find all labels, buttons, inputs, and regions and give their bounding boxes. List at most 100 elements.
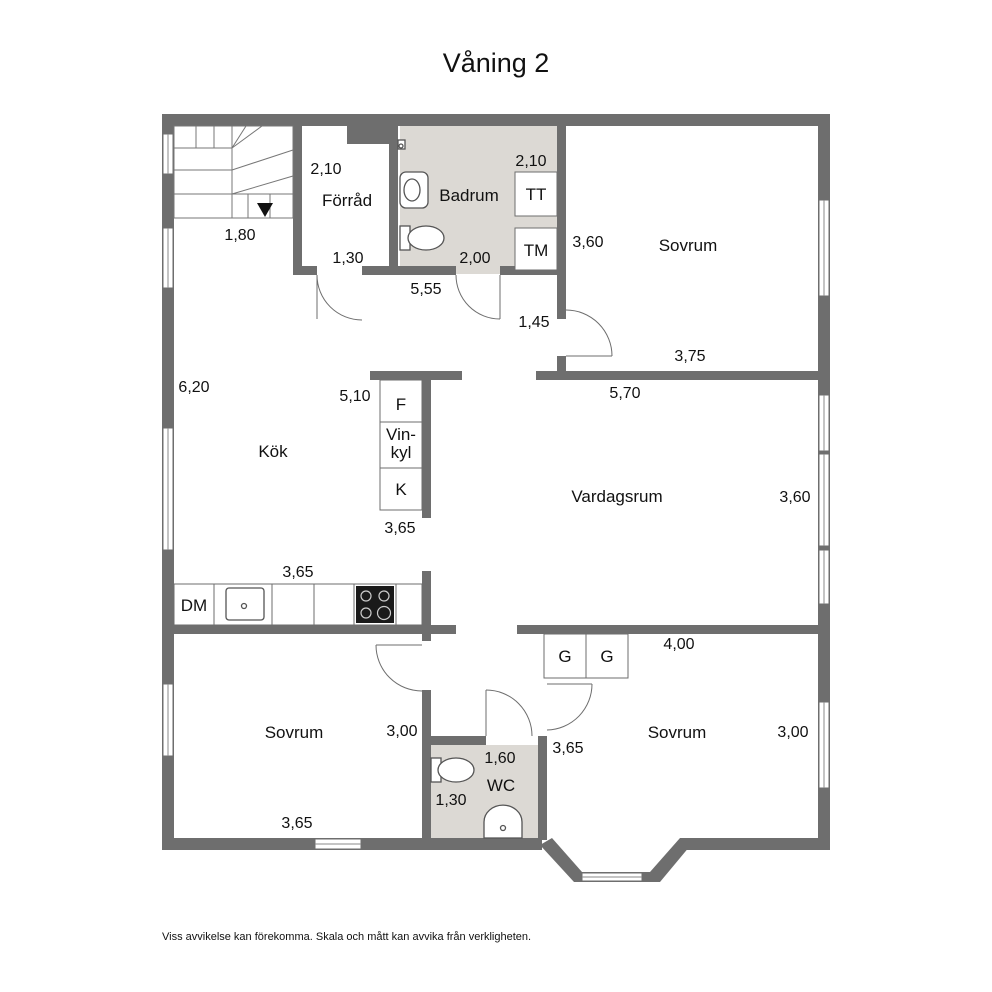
dimension-labels: 2,10 1,80 1,30 2,10 2,00 5,55 3,60 1,45 …: [178, 153, 810, 832]
dimension-label: 2,10: [515, 153, 546, 170]
toilet-icon: [399, 225, 445, 251]
door-sovrum-top: [565, 309, 613, 357]
sink-icon: [483, 804, 523, 839]
stairs: [173, 125, 294, 219]
stove-icon: [356, 586, 394, 623]
wall-wc-right: [538, 736, 547, 840]
fixture-label-dm: DM: [181, 596, 207, 615]
wall-forrad-bottom-b: [362, 266, 456, 275]
wall-bay-left: [540, 838, 582, 882]
fixture-labels: TT TM F Vin- kyl K DM G G: [181, 185, 614, 666]
fixture-label-vinkyl-1: Vin-: [386, 425, 416, 444]
door-badrum: [455, 274, 501, 320]
dimension-label: 1,45: [518, 314, 549, 331]
dimension-label: 3,65: [281, 815, 312, 832]
faucet-icon: [397, 139, 406, 150]
window: [162, 133, 174, 175]
wall-bottom-right: [680, 838, 830, 850]
window: [314, 838, 362, 850]
dimension-label: 1,60: [484, 750, 515, 767]
g-box-1: [543, 633, 587, 679]
wall-island-top: [370, 371, 462, 380]
door-sovrum-br: [546, 683, 593, 731]
fixture-label-tt: TT: [526, 185, 547, 204]
wall-sovrum-left-a: [557, 126, 566, 319]
dimension-label: 3,60: [779, 489, 810, 506]
room-label-kok: Kök: [258, 442, 288, 461]
dimension-label: 1,30: [332, 250, 363, 267]
dimension-label: 2,10: [310, 161, 341, 178]
sink-icon: [399, 171, 429, 209]
fixture-label-vinkyl-2: kyl: [391, 443, 412, 462]
doors: [316, 274, 613, 737]
room-labels: Förråd Badrum Sovrum Kök Vardagsrum Sovr…: [258, 186, 717, 795]
fixture-label-f: F: [396, 395, 406, 414]
window: [818, 549, 830, 605]
window: [818, 701, 830, 789]
wardrobes: [543, 633, 629, 679]
door-wc: [485, 689, 533, 737]
wall-island: [422, 371, 431, 518]
window: [818, 394, 830, 452]
island-fixtures: [379, 379, 423, 511]
wall-kok-right: [422, 571, 431, 631]
wall-sovrum-bottom: [536, 371, 830, 380]
wall-top: [162, 114, 830, 126]
dimension-label: 3,65: [552, 740, 583, 757]
dimension-label: 3,00: [386, 723, 417, 740]
window: [818, 453, 830, 547]
tm-box: [514, 227, 558, 271]
footnote: Viss avvikelse kan förekomma. Skala och …: [162, 931, 531, 943]
wc-fixtures: [430, 757, 523, 839]
wall-bay-right: [650, 838, 690, 882]
door-forrad: [316, 274, 363, 321]
g-box-2: [585, 633, 629, 679]
dimension-label: 3,65: [282, 564, 313, 581]
dimension-label: 1,30: [435, 792, 466, 809]
wall-wc-left: [422, 690, 431, 840]
room-label-sovrum-br: Sovrum: [648, 723, 707, 742]
wall-sovrum-left-b: [557, 356, 566, 380]
kitchen-sink-icon: [225, 587, 265, 621]
window: [818, 199, 830, 297]
fixture-label-tm: TM: [524, 241, 549, 260]
dimension-label: 3,75: [674, 348, 705, 365]
windows: [162, 133, 830, 882]
kitchen-counter: [173, 583, 423, 626]
wall-forrad-left: [293, 126, 302, 274]
room-label-vardagsrum: Vardagsrum: [571, 487, 662, 506]
window: [162, 227, 174, 289]
room-label-forrad: Förråd: [322, 191, 372, 210]
wall-forrad-right: [389, 126, 398, 274]
wall-chimney: [347, 114, 389, 144]
dimension-label: 5,10: [339, 388, 370, 405]
wall-kok-bottom: [174, 625, 456, 634]
door-sovrum-bl: [375, 644, 423, 692]
room-label-badrum: Badrum: [439, 186, 499, 205]
fixture-label-g2: G: [600, 647, 613, 666]
dimension-label: 3,65: [384, 520, 415, 537]
vinkyl-box: [379, 421, 423, 469]
dimension-label: 5,70: [609, 385, 640, 402]
wall-wc-top: [422, 736, 486, 745]
wall-stub: [422, 625, 431, 641]
stair-arrow-icon: [257, 203, 273, 217]
dimension-label: 3,00: [777, 724, 808, 741]
dimension-label: 5,55: [410, 281, 441, 298]
dimension-label: 1,80: [224, 227, 255, 244]
badrum-fixtures: [397, 139, 558, 271]
tt-box: [514, 171, 558, 217]
fixture-label-k: K: [395, 480, 407, 499]
page-title: Våning 2: [443, 48, 550, 78]
wall-vardagsrum-bottom: [517, 625, 830, 634]
dimension-label: 3,60: [572, 234, 603, 251]
room-label-sovrum-top: Sovrum: [659, 236, 718, 255]
dimension-label: 2,00: [459, 250, 490, 267]
wall-forrad-bottom-a: [293, 266, 317, 275]
toilet-icon: [430, 757, 475, 783]
dimension-label: 4,00: [663, 636, 694, 653]
fixture-label-g1: G: [558, 647, 571, 666]
room-label-sovrum-bl: Sovrum: [265, 723, 324, 742]
window: [162, 427, 174, 551]
